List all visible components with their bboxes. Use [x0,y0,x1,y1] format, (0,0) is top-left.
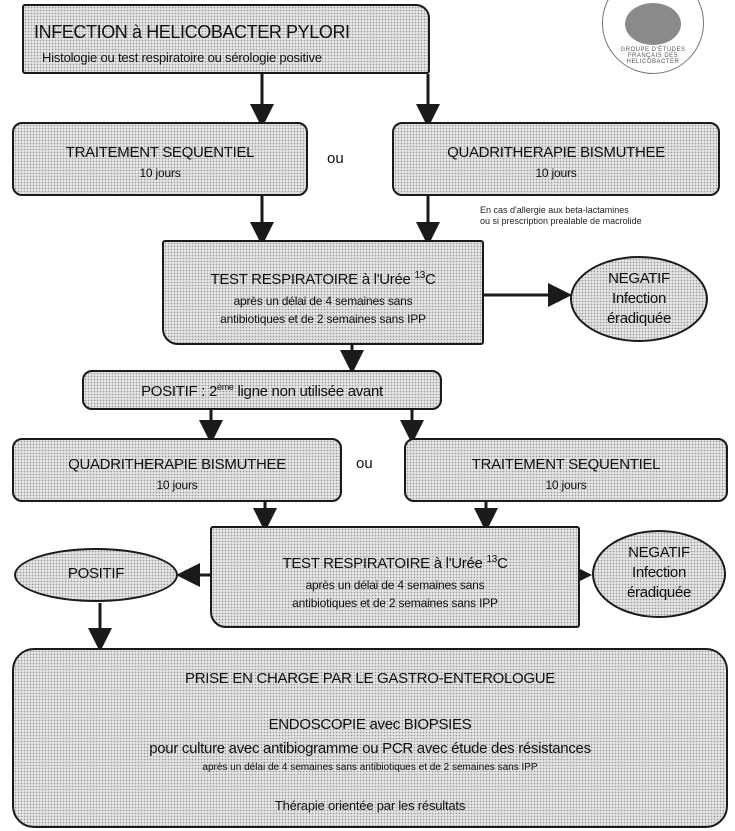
step1-right-title: QUADRITHERAPIE BISMUTHEE [447,144,665,161]
step2-left-box: QUADRITHERAPIE BISMUTHEE 10 jours [12,438,342,502]
positif1-ordinal: 2 [208,383,217,400]
final-subtitle: ENDOSCOPIE avec BIOPSIES [268,716,472,733]
step1-right-duration: 10 jours [535,166,577,180]
negatif2-line1: Infection [631,564,686,581]
step2-or: ou [356,455,373,472]
step1-note: En cas d'allergie aux beta-lactamines ou… [480,205,642,227]
step2-right-duration: 10 jours [545,478,587,492]
step1-right-box: QUADRITHERAPIE BISMUTHEE 10 jours [392,122,720,196]
test1-line1: après un délai de 4 semaines sans [233,294,413,308]
negatif1-ellipse: NEGATIF Infection éradiquée [570,256,708,342]
positif1-text: POSITIF : 2ème ligne non utilisée avant [84,382,440,400]
final-line1: pour culture avec antibiogramme ou PCR a… [149,740,591,757]
step2-left-title: QUADRITHERAPIE BISMUTHEE [68,456,286,473]
step1-note-line1: En cas d'allergie aux beta-lactamines [480,205,629,215]
step1-left-duration: 10 jours [139,166,181,180]
step2-right-title: TRAITEMENT SEQUENTIEL [471,456,661,473]
step1-left-title: TRAITEMENT SEQUENTIEL [65,144,255,161]
step2-right-box: TRAITEMENT SEQUENTIEL 10 jours [404,438,728,502]
positif2-ellipse: POSITIF [14,548,178,602]
logo-emblem [625,3,681,45]
final-line2: après un délai de 4 semaines sans antibi… [202,762,538,773]
final-footer: Thérapie orientée par les résultats [274,798,466,813]
negatif1-line1: Infection [611,290,666,307]
test2-title-suffix: C [496,555,508,572]
final-title: PRISE EN CHARGE PAR LE GASTRO-ENTEROLOGU… [185,670,555,687]
test1-title: TEST RESPIRATOIRE à l'Urée 13C [164,270,482,288]
positif1-ordinal-sup: ème [217,382,234,392]
negatif1-line2: éradiquée [606,310,672,327]
gefh-logo: GROUPE D'ÉTUDES FRANÇAIS DES HELICOBACTE… [602,0,704,74]
test2-title-prefix: TEST RESPIRATOIRE à l'Urée [282,555,487,572]
header-title: INFECTION à HELICOBACTER PYLORI [34,22,350,42]
step1-left-box: TRAITEMENT SEQUENTIEL 10 jours [12,122,308,196]
test1-title-prefix: TEST RESPIRATOIRE à l'Urée [210,271,415,288]
step2-left-duration: 10 jours [156,478,198,492]
negatif2-line2: éradiquée [626,584,692,601]
test2-isotope: 13 [486,554,497,565]
test1-title-suffix: C [424,271,436,288]
header-box: INFECTION à HELICOBACTER PYLORI Histolog… [22,4,430,74]
negatif1-title: NEGATIF [608,270,670,287]
positif1-box: POSITIF : 2ème ligne non utilisée avant [82,370,442,410]
negatif2-ellipse: NEGATIF Infection éradiquée [592,530,726,618]
test2-line2: antibiotiques et de 2 semaines sans IPP [292,596,498,610]
positif2-label: POSITIF [67,565,125,582]
positif1-rest: ligne non utilisée avant [233,383,383,400]
test1-isotope: 13 [414,270,425,281]
final-box: PRISE EN CHARGE PAR LE GASTRO-ENTEROLOGU… [12,648,728,828]
logo-text: GROUPE D'ÉTUDES FRANÇAIS DES HELICOBACTE… [620,47,686,65]
negatif2-title: NEGATIF [628,544,690,561]
positif1-label: POSITIF : [141,383,206,400]
test1-line2: antibiotiques et de 2 semaines sans IPP [220,312,426,326]
step1-note-line2: ou si prescription prealable de macrolid… [480,216,642,226]
test2-title: TEST RESPIRATOIRE à l'Urée 13C [212,554,578,572]
header-subtitle: Histologie ou test respiratoire ou sérol… [42,50,322,65]
test2-line1: après un délai de 4 semaines sans [305,578,485,592]
test1-box: TEST RESPIRATOIRE à l'Urée 13C après un … [162,240,484,345]
step1-or: ou [327,150,344,167]
test2-box: TEST RESPIRATOIRE à l'Urée 13C après un … [210,526,580,628]
